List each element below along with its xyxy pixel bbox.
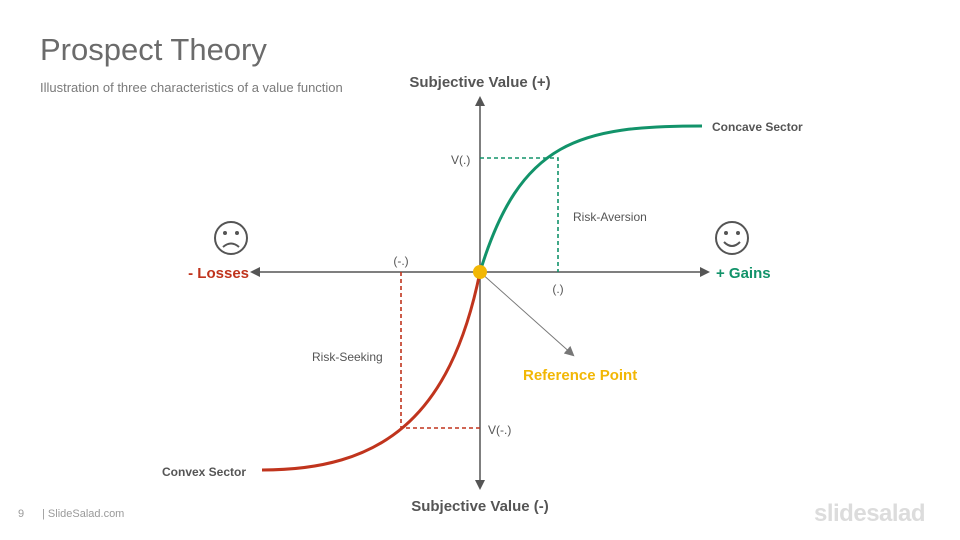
x-plus-label: (.) — [552, 282, 563, 296]
x-axis-right-label: + Gains — [716, 265, 771, 282]
footer-site: | SlideSalad.com — [42, 508, 125, 520]
page-title: Prospect Theory — [40, 32, 267, 67]
x-minus-label: (-.) — [393, 254, 408, 268]
convex-curve — [261, 271, 482, 472]
brand-logo: slidesalad — [814, 500, 926, 527]
reference-pointer-arrow — [479, 271, 575, 357]
sad-face-icon — [214, 221, 248, 255]
page-subtitle: Illustration of three characteristics of… — [40, 80, 343, 95]
v-plus-label: V(.) — [451, 153, 470, 167]
y-axis-bottom-label: Subjective Value (-) — [411, 498, 549, 515]
concave-sector-label: Concave Sector — [712, 120, 803, 134]
risk-seeking-label: Risk-Seeking — [312, 350, 383, 364]
y-axis-top-label: Subjective Value (+) — [409, 74, 550, 91]
happy-face-icon — [715, 221, 749, 255]
x-axis-left-label: - Losses — [188, 265, 249, 282]
risk-aversion-label: Risk-Aversion — [573, 210, 647, 224]
loss-dashed-guide — [400, 272, 480, 429]
convex-sector-label: Convex Sector — [162, 465, 246, 479]
v-minus-label: V(-.) — [488, 423, 511, 437]
page-number: 9 — [18, 508, 25, 520]
gain-dashed-guide — [480, 157, 559, 272]
reference-point-label: Reference Point — [523, 367, 637, 384]
reference-point-dot — [473, 265, 487, 279]
concave-curve — [478, 124, 703, 273]
